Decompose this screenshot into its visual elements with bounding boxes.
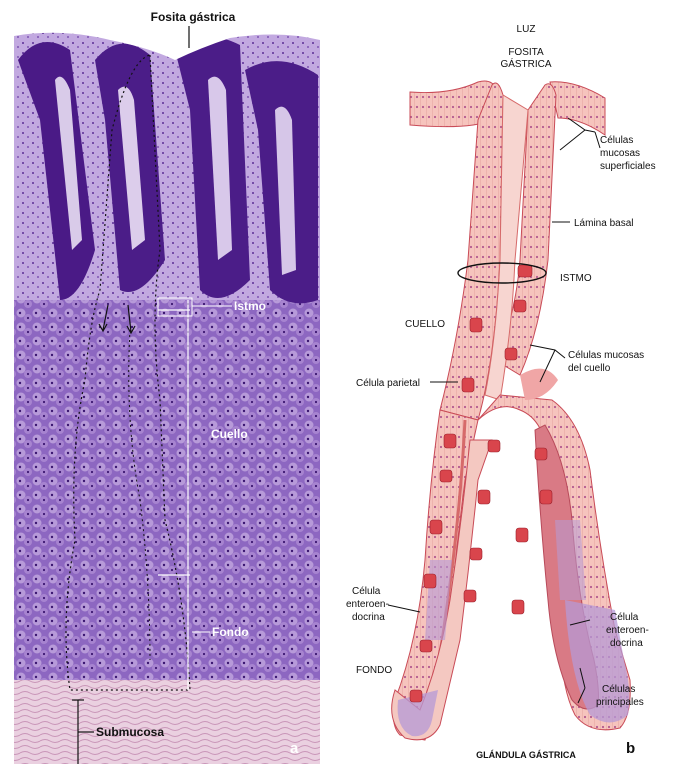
panel-b-letter: b xyxy=(626,740,635,757)
label-istmo-a: Istmo xyxy=(234,299,266,313)
label-mucosas-cuello-2: del cuello xyxy=(568,363,611,374)
label-entero-right-3: docrina xyxy=(610,638,643,649)
label-principales-2: principales xyxy=(596,697,644,708)
histology-panel xyxy=(14,28,320,764)
label-cuello-a: Cuello xyxy=(211,427,248,441)
label-lamina-basal: Lámina basal xyxy=(574,218,633,229)
label-fondo-a: Fondo xyxy=(212,625,249,639)
label-istmo-b: ISTMO xyxy=(560,273,592,284)
label-entero-left-2: enteroen- xyxy=(346,599,389,610)
label-luz: LUZ xyxy=(517,24,536,35)
label-principales-1: Células xyxy=(602,684,635,695)
label-mucosas-cuello-1: Células mucosas xyxy=(568,350,644,361)
panel-a-letter: a xyxy=(290,740,299,757)
label-entero-right-1: Célula xyxy=(610,612,639,623)
gland-illustration xyxy=(392,81,631,740)
label-fondo-b: FONDO xyxy=(356,665,392,676)
label-celula-parietal: Célula parietal xyxy=(356,378,420,389)
label-fosita-2: GÁSTRICA xyxy=(500,57,551,70)
label-cuello-b: CUELLO xyxy=(405,319,445,330)
label-celulas-mucosas-2: mucosas xyxy=(600,148,640,159)
label-fosita-gastrica: Fosita gástrica xyxy=(151,10,236,24)
label-entero-left-1: Célula xyxy=(352,586,381,597)
label-submucosa: Submucosa xyxy=(96,725,164,739)
label-celulas-mucosas-1: Células xyxy=(600,135,633,146)
label-celulas-mucosas-3: superficiales xyxy=(600,161,656,172)
label-entero-right-2: enteroen- xyxy=(606,625,649,636)
label-fosita-1: FOSITA xyxy=(508,47,544,58)
label-glandula-gastrica: GLÁNDULA GÁSTRICA xyxy=(476,750,576,760)
label-entero-left-3: docrina xyxy=(352,612,385,623)
